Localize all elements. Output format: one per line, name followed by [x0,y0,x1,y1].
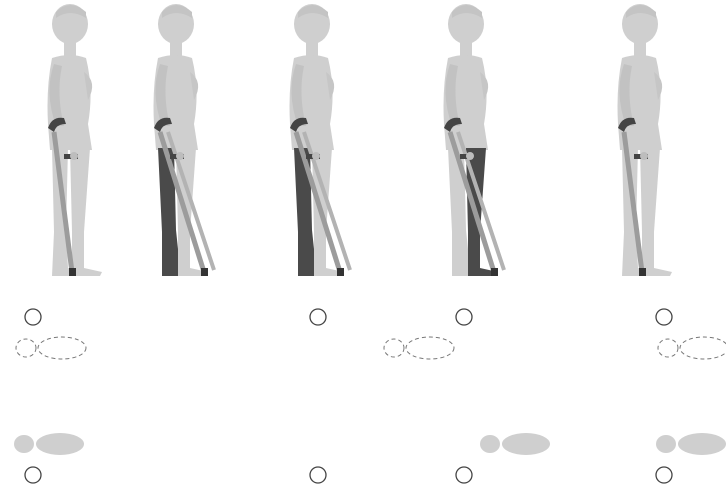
footprint-heel [16,339,36,357]
top-marker-step-4 [456,309,472,325]
figure-step-2 [154,4,215,276]
bottom-marker-step-3 [310,467,326,483]
crutch-tip [639,268,646,276]
dashed-footprint-step-5 [658,337,726,359]
figure-step-1 [48,4,103,276]
top-marker-step-1 [25,309,41,325]
neck [634,40,646,56]
top-marker-step-5 [656,309,672,325]
neck [170,40,182,56]
footprint-heel [14,435,34,453]
top-marker-step-3 [310,309,326,325]
neck [64,40,76,56]
crutch-tip [491,268,498,276]
footprint-sole [678,433,726,455]
footprint-sole [680,337,726,359]
figure-step-3 [290,4,351,276]
figure-step-5 [618,4,673,276]
filled-footprint-step-5 [656,433,726,455]
crutch-tip [201,268,208,276]
front-leg [640,148,672,276]
hand [70,152,78,160]
filled-footprint-step-1 [14,433,84,455]
bottom-marker-step-4 [456,467,472,483]
footprint-heel [384,339,404,357]
footprint-sole [38,337,86,359]
footprint-sole [406,337,454,359]
figure-step-4 [444,4,505,276]
dashed-footprint-step-4 [384,337,454,359]
footprint-heel [656,435,676,453]
footprint-heel [480,435,500,453]
crutch-tip [337,268,344,276]
filled-footprint-step-4 [480,433,550,455]
dashed-footprint-step-1 [16,337,86,359]
bottom-marker-step-5 [656,467,672,483]
hand [176,152,184,160]
bottom-marker-step-1 [25,467,41,483]
hand [466,152,474,160]
footprint-sole [502,433,550,455]
crutch-tip [69,268,76,276]
footprint-heel [658,339,678,357]
hand [312,152,320,160]
neck [306,40,318,56]
footprint-sole [36,433,84,455]
front-leg [70,148,102,276]
hand [640,152,648,160]
neck [460,40,472,56]
